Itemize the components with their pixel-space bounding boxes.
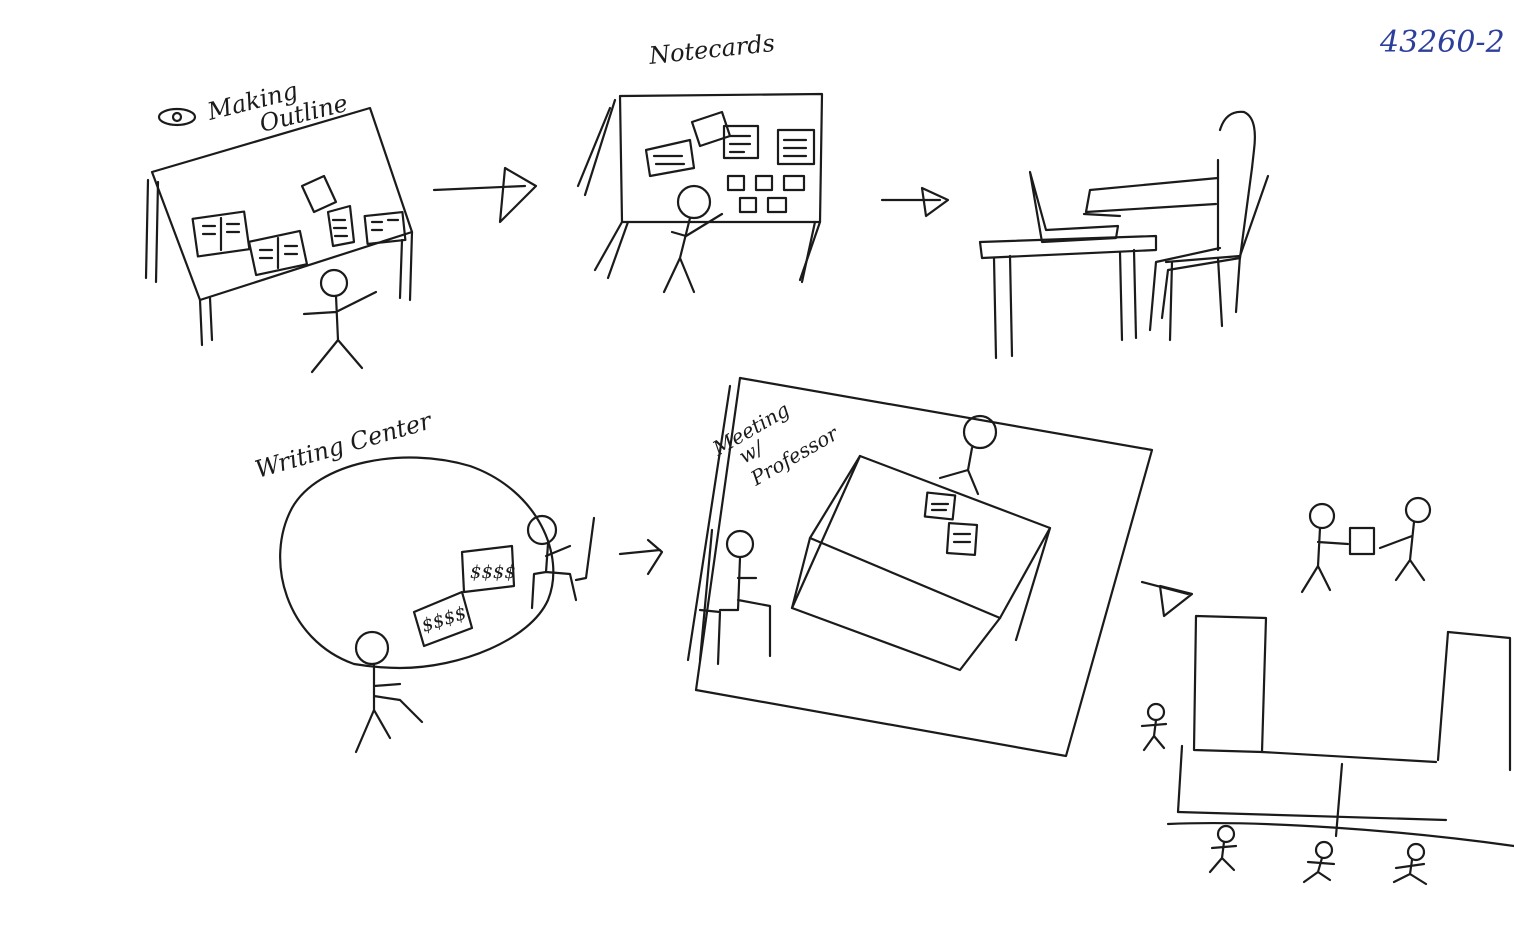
open-book bbox=[365, 212, 406, 244]
stick-figure bbox=[664, 186, 722, 292]
notecard bbox=[925, 493, 955, 520]
sheet-id: 43260-2 bbox=[1379, 25, 1505, 60]
professor-figure bbox=[940, 416, 996, 494]
flow-arrow bbox=[1142, 582, 1192, 616]
laptop-icon bbox=[1030, 172, 1118, 242]
notecard bbox=[947, 523, 977, 555]
seated-stick-figure bbox=[528, 516, 594, 608]
student-figure bbox=[700, 530, 770, 664]
panel-writing-center: Writing Center $$$$ $$$$ bbox=[252, 406, 594, 752]
open-book bbox=[193, 212, 250, 257]
stick-figure bbox=[304, 270, 376, 372]
panel-submission bbox=[1142, 498, 1514, 884]
flow-arrow bbox=[620, 540, 662, 574]
eye-icon bbox=[159, 109, 195, 125]
stick-figure bbox=[1302, 504, 1348, 592]
flow-arrow bbox=[882, 188, 948, 216]
notecard-grid bbox=[728, 176, 804, 212]
seated-person bbox=[1084, 112, 1255, 330]
panel-4-label: Writing Center bbox=[252, 406, 436, 483]
hallway bbox=[1168, 616, 1514, 846]
small-figure bbox=[1210, 826, 1236, 872]
notebook bbox=[328, 206, 354, 246]
small-figure bbox=[1304, 842, 1334, 882]
writing-card: $$$$ bbox=[462, 546, 516, 592]
panel-meeting-professor: Meeting w/ Professor bbox=[688, 378, 1152, 756]
seated-stick-figure bbox=[356, 632, 422, 752]
small-figure bbox=[1394, 844, 1426, 884]
paper-sheet bbox=[302, 176, 336, 212]
notecard bbox=[778, 130, 814, 164]
desk bbox=[792, 456, 1050, 670]
flow-arrow bbox=[434, 168, 536, 222]
card-glyph: $$$$ bbox=[470, 562, 516, 583]
panel-making-outline: Making Outline bbox=[146, 76, 412, 372]
writing-card: $$$$ bbox=[414, 592, 472, 646]
panel-typing bbox=[980, 112, 1268, 358]
panel-notecards: Notecards bbox=[578, 29, 822, 292]
stick-figure bbox=[1380, 498, 1430, 580]
notecard bbox=[646, 140, 694, 176]
outline-table bbox=[146, 108, 412, 345]
paper-sheet bbox=[1350, 528, 1374, 554]
small-figure bbox=[1142, 704, 1166, 750]
desk bbox=[980, 236, 1156, 358]
panel-2-label: Notecards bbox=[647, 29, 776, 70]
